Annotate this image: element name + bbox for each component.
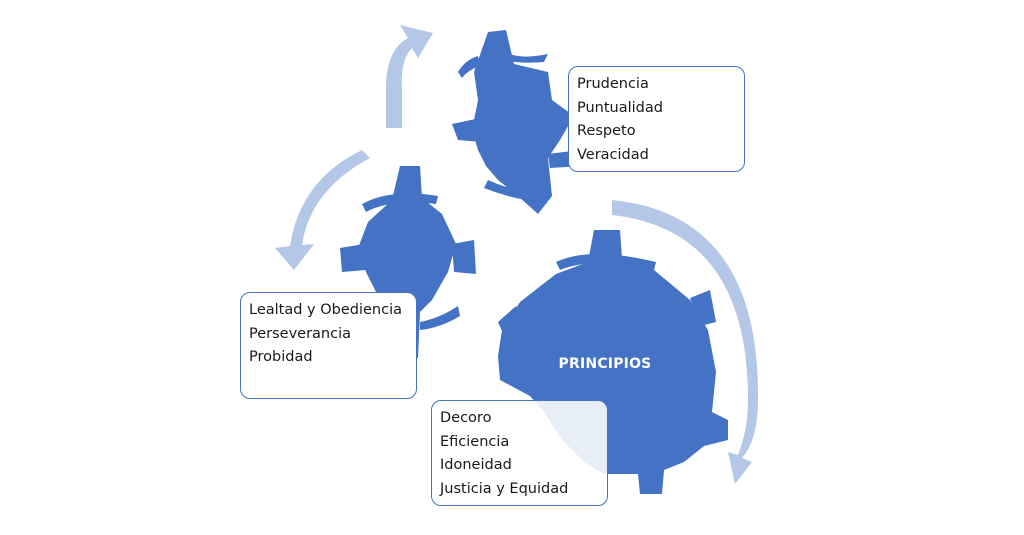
value-item: Perseverancia (249, 325, 352, 342)
gear-top (452, 30, 582, 214)
gear-middle (340, 166, 476, 358)
value-item: Justicia y Equidad (440, 480, 569, 497)
value-item: Prudencia (577, 76, 649, 92)
value-item: Lealtad y Obediencia (249, 302, 403, 318)
value-item: Probidad (249, 349, 313, 366)
value-item: Veracidad (577, 146, 649, 163)
value-item: Decoro (440, 410, 492, 426)
value-item: Idoneidad (440, 457, 512, 474)
cycle-arrow-left (275, 150, 370, 270)
values-box-top: Prudencia Puntualidad Respeto Veracidad (568, 66, 745, 172)
principios-label: PRINCIPIOS (558, 356, 652, 372)
value-item: Puntualidad (577, 99, 663, 116)
value-item: Respeto (577, 123, 636, 140)
values-box-bottom: Decoro Eficiencia Idoneidad Justicia y E… (431, 400, 608, 506)
cycle-arrow-right (612, 200, 759, 484)
value-item: Eficiencia (440, 433, 510, 450)
cycle-arrow-top (386, 25, 433, 128)
values-box-left: Lealtad y Obediencia Perseverancia Probi… (240, 292, 417, 399)
